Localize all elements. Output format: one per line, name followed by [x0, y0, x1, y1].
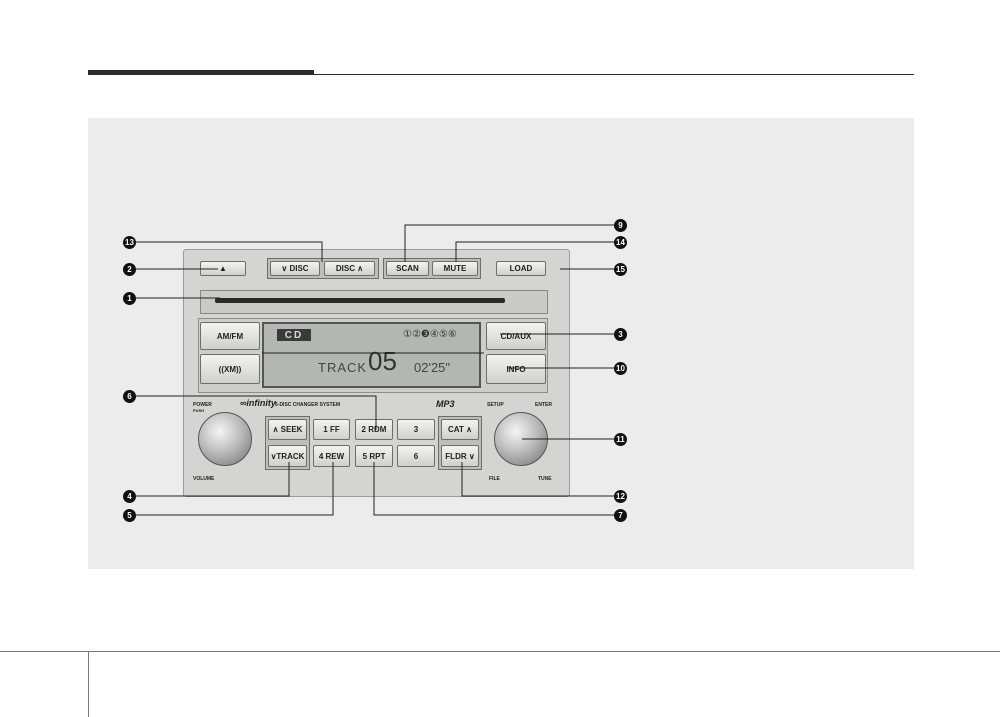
callout-12: 12 [614, 490, 627, 503]
callout-14: 14 [614, 236, 627, 249]
lcd-display [262, 322, 481, 388]
push-label: PUSH [193, 408, 205, 413]
preset-6-button[interactable]: 6 [397, 445, 435, 467]
callout-4: 4 [123, 490, 136, 503]
footer-divider [88, 651, 89, 717]
preset-1-ff-button[interactable]: 1 FF [313, 419, 350, 440]
power-label: POWER [193, 402, 212, 408]
lcd-disc-indicators: ①②❸④⑤⑥ [403, 329, 457, 340]
callout-9: 9 [614, 219, 627, 232]
mute-button[interactable]: MUTE [432, 261, 478, 276]
preset-3-button[interactable]: 3 [397, 419, 435, 440]
enter-label: ENTER [535, 402, 552, 408]
volume-label: VOLUME [193, 476, 215, 482]
xm-button[interactable]: ((XM)) [200, 354, 260, 384]
mp3-logo: MP3 [436, 399, 455, 409]
lcd-track-label: TRACK [318, 360, 368, 375]
track-button[interactable]: ∨TRACK [268, 445, 307, 467]
callout-7: 7 [614, 509, 627, 522]
cd-aux-button[interactable]: CD/AUX [486, 322, 546, 350]
tune-label: TUNE [538, 476, 552, 482]
setup-label: SETUP [487, 402, 504, 408]
brand-subtitle: 6-DISC CHANGER SYSTEM [275, 402, 341, 408]
callout-1: 1 [123, 292, 136, 305]
preset-4-rew-button[interactable]: 4 REW [313, 445, 350, 467]
seek-button[interactable]: ∧ SEEK [268, 419, 307, 440]
callout-10: 10 [614, 362, 627, 375]
callout-5: 5 [123, 509, 136, 522]
disc-up-button[interactable]: DISC ∧ [324, 261, 375, 276]
callout-15: 15 [614, 263, 627, 276]
callout-2: 2 [123, 263, 136, 276]
callout-3: 3 [614, 328, 627, 341]
callout-13: 13 [123, 236, 136, 249]
scan-button[interactable]: SCAN [386, 261, 429, 276]
info-button[interactable]: INFO [486, 354, 546, 384]
preset-2-rdm-button[interactable]: 2 RDM [355, 419, 393, 440]
cat-button[interactable]: CAT ∧ [441, 419, 479, 440]
callout-11: 11 [614, 433, 627, 446]
power-volume-knob[interactable] [198, 412, 252, 466]
lcd-mode-indicator: CD [277, 329, 311, 341]
header-thick-rule [88, 70, 314, 75]
lcd-track-number: 05 [368, 346, 397, 376]
preset-5-rpt-button[interactable]: 5 RPT [355, 445, 393, 467]
disc-down-button[interactable]: ∨ DISC [270, 261, 320, 276]
footer-rule [0, 651, 1000, 652]
brand-logo: ∞infinity [240, 398, 276, 408]
fldr-button[interactable]: FLDR ∨ [441, 445, 479, 467]
lcd-play-time: 02'25" [414, 360, 451, 375]
am-fm-button[interactable]: AM/FM [200, 322, 260, 350]
header-rule [88, 74, 914, 75]
callout-6: 6 [123, 390, 136, 403]
file-label: FILE [489, 476, 500, 482]
load-button[interactable]: LOAD [496, 261, 546, 276]
disc-slot-opening [215, 298, 505, 303]
